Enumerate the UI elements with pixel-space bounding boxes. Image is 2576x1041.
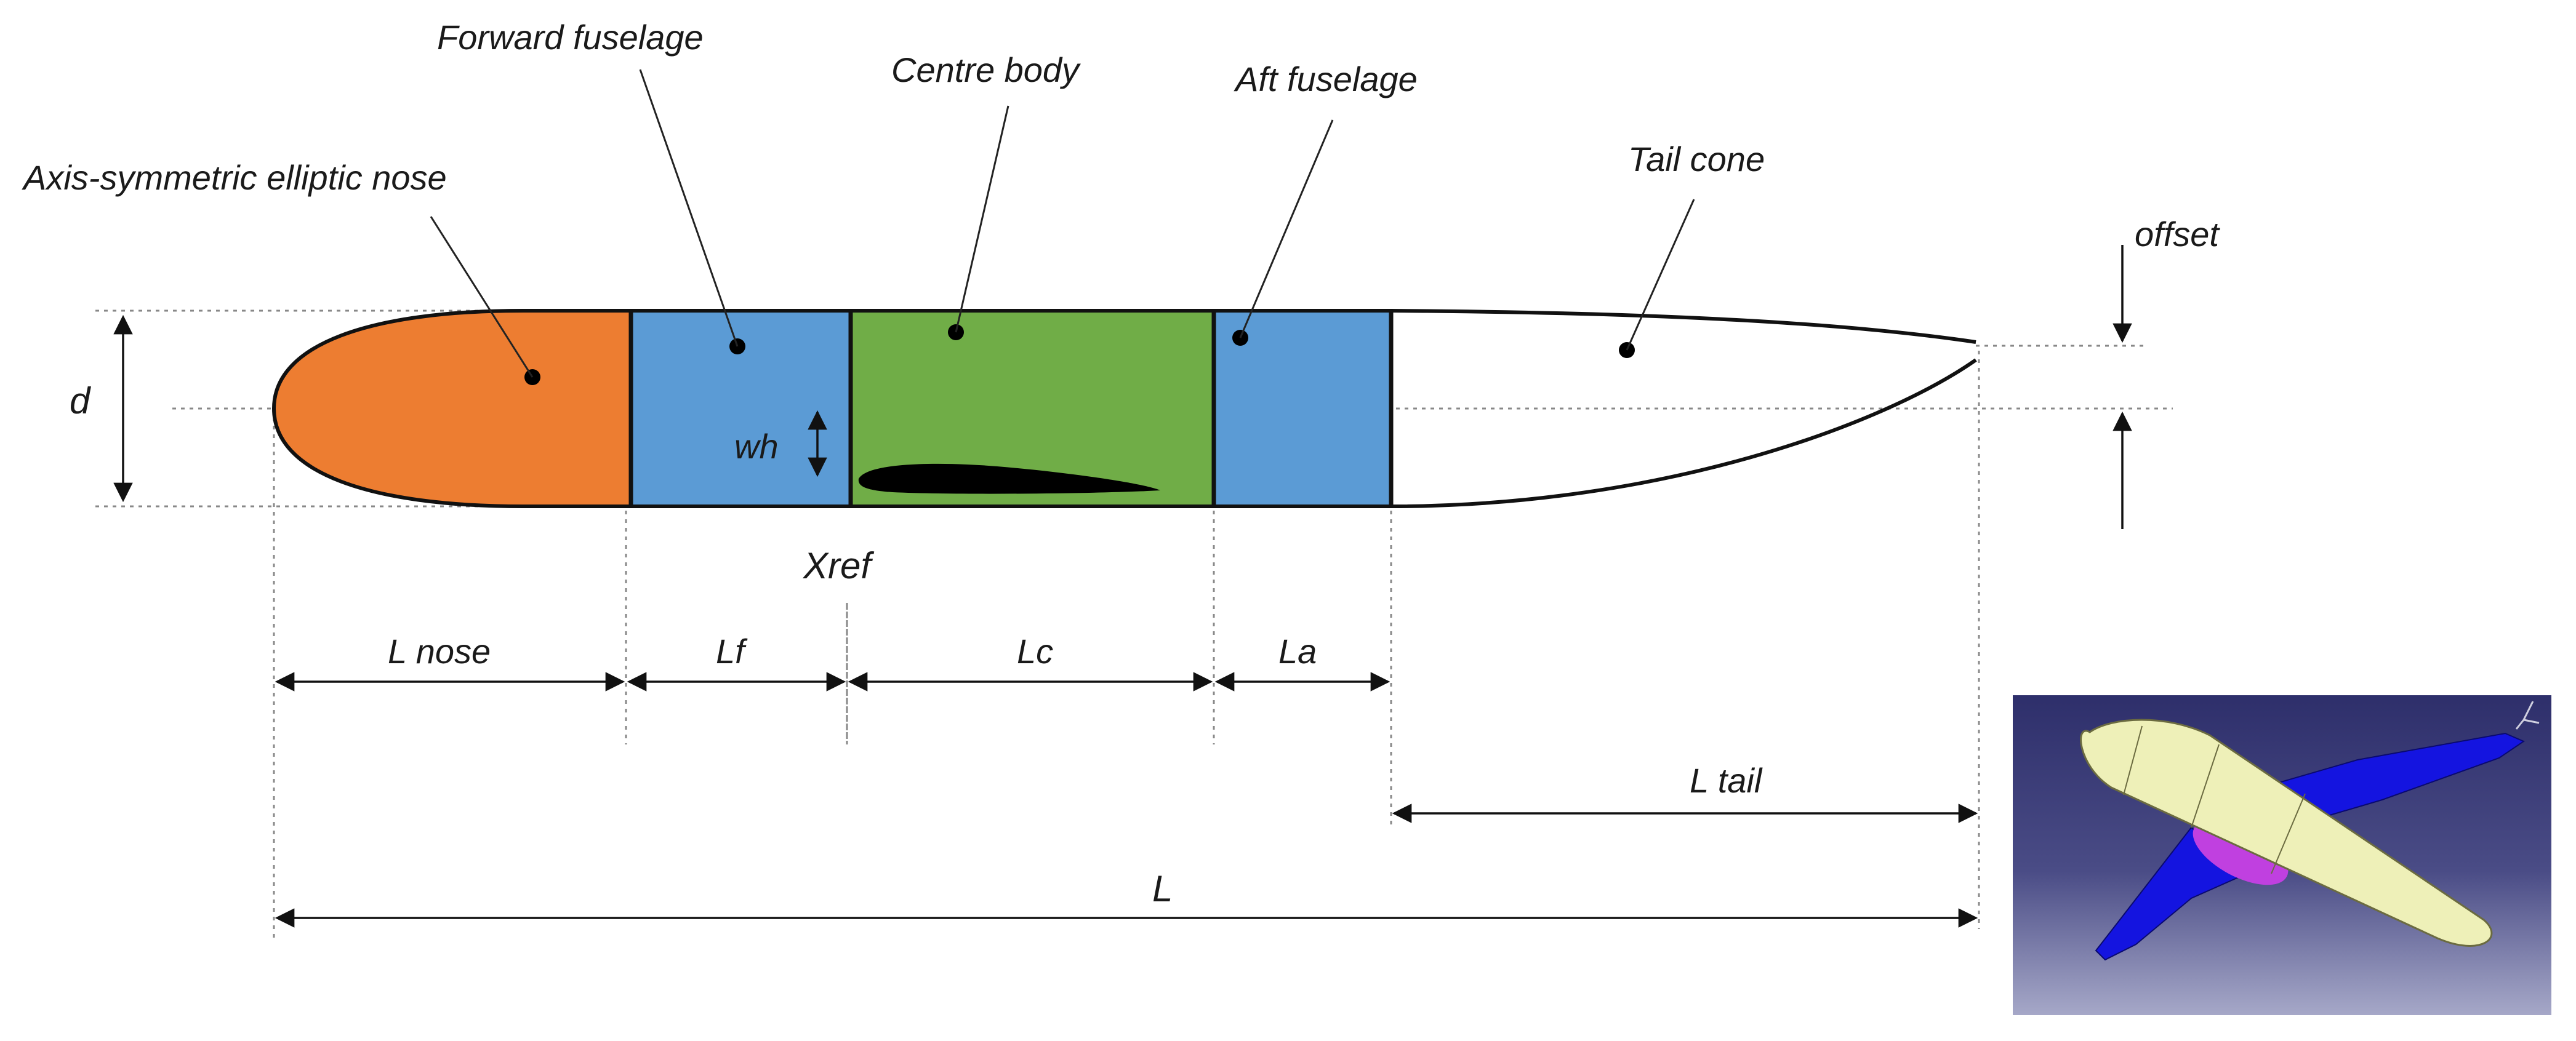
xref-label: Xref (802, 545, 874, 586)
nose-label: Axis-symmetric elliptic nose (22, 158, 447, 197)
axis-triad-icon (2515, 701, 2540, 730)
length-dimensions (275, 672, 1978, 928)
nose-section (271, 309, 633, 508)
l-total-label: L (1152, 868, 1173, 909)
inset-fuselage (2080, 719, 2493, 947)
wing-airfoil (858, 463, 1160, 494)
fuselage (271, 309, 1977, 508)
la-label: La (1278, 632, 1317, 671)
leader-lines (430, 69, 1695, 378)
aircraft-3d-inset (2013, 695, 2551, 1015)
wh-label: wh (734, 427, 779, 466)
lf-label: Lf (716, 632, 748, 671)
aft-fuselage-label: Aft fuselage (1234, 60, 1418, 98)
offset-label: offset (2135, 215, 2220, 253)
centre-body-label: Centre body (891, 50, 1081, 89)
lc-label: Lc (1017, 632, 1053, 671)
extension-lines (273, 351, 1980, 941)
forward-fuselage-label: Forward fuselage (437, 18, 704, 57)
d-label: d (70, 380, 91, 421)
tail-cone-section (1390, 309, 1977, 508)
tail-cone-label: Tail cone (1628, 140, 1765, 178)
l-tail-label: L tail (1690, 761, 1763, 800)
l-nose-label: L nose (388, 632, 491, 671)
